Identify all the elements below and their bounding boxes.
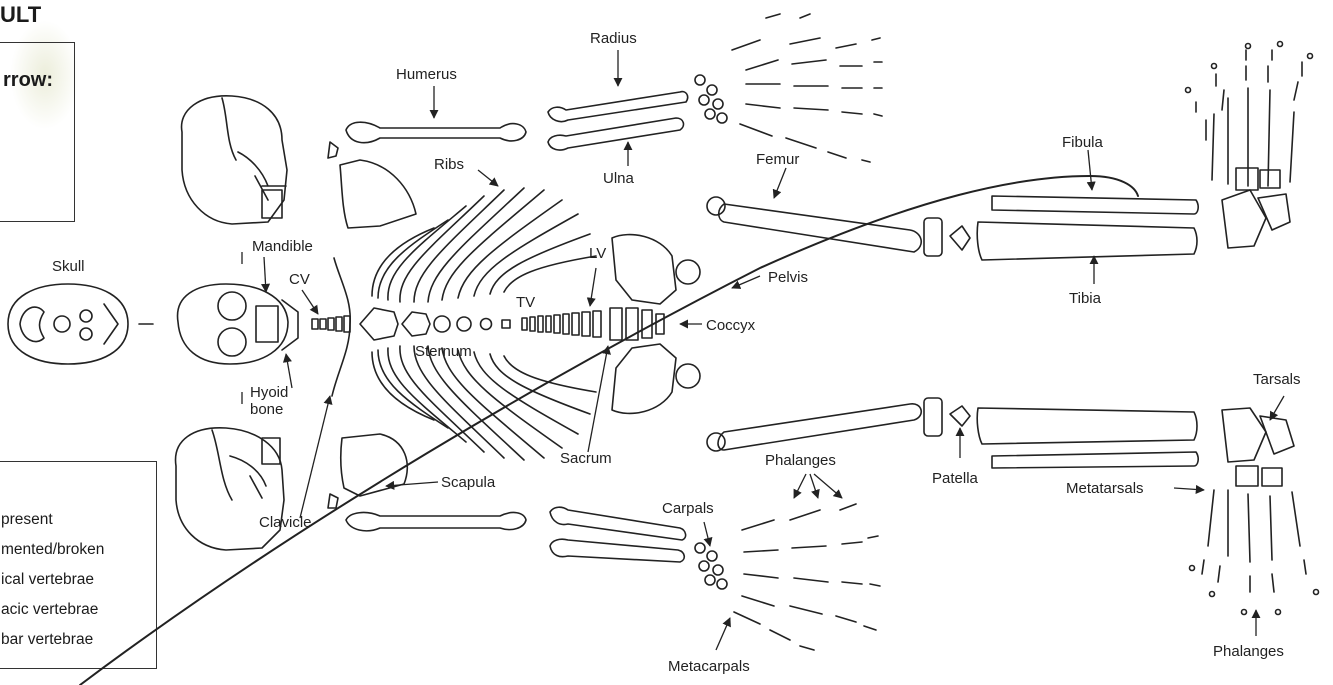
label-hyoid: Hyoid <box>250 384 288 401</box>
label-femur: Femur <box>756 151 799 168</box>
label-sacrum: Sacrum <box>560 450 612 467</box>
label-ribs: Ribs <box>434 156 464 173</box>
label-patella: Patella <box>932 470 978 487</box>
ribs-upper <box>372 188 596 302</box>
label-clavicle: Clavicle <box>259 514 312 531</box>
label-radius: Radius <box>590 30 637 47</box>
label-bone: bone <box>250 401 283 418</box>
label-scapula: Scapula <box>441 474 495 491</box>
label-mandible: Mandible <box>252 238 313 255</box>
foot-upper <box>1186 42 1313 249</box>
label-cv: CV <box>289 271 310 288</box>
label-metatarsals: Metatarsals <box>1066 480 1144 497</box>
skull-front-view <box>178 284 298 364</box>
tibia-fibula-lower <box>977 408 1198 468</box>
femur-lower <box>707 404 921 451</box>
label-pelvis: Pelvis <box>768 269 808 286</box>
label-carpals: Carpals <box>662 500 714 517</box>
label-lv: LV <box>589 245 606 262</box>
sternum <box>360 308 510 340</box>
label-phalanges-hand: Phalanges <box>765 452 836 469</box>
skull-side-bottom <box>176 428 284 550</box>
forearm-upper <box>548 92 688 150</box>
ribs-lower <box>372 346 596 460</box>
label-metacarpals: Metacarpals <box>668 658 750 675</box>
label-fibula: Fibula <box>1062 134 1103 151</box>
thoracic-lumbar-vertebrae <box>522 308 664 340</box>
label-humerus: Humerus <box>396 66 457 83</box>
humerus-lower <box>346 513 526 531</box>
label-tv: TV <box>516 294 535 311</box>
foot-lower <box>1190 408 1319 615</box>
label-sternum: Sternum <box>415 343 472 360</box>
skull-top-view <box>8 284 128 364</box>
skull-side-top <box>182 96 287 224</box>
label-ulna: Ulna <box>603 170 634 187</box>
hand-lower <box>695 504 880 650</box>
label-phalanges-foot: Phalanges <box>1213 643 1284 660</box>
label-tarsals: Tarsals <box>1253 371 1301 388</box>
hand-upper <box>695 14 882 162</box>
cervical-vertebrae <box>312 316 350 332</box>
humerus-upper <box>346 122 526 142</box>
label-tibia: Tibia <box>1069 290 1101 307</box>
tibia-fibula-upper <box>977 196 1198 260</box>
label-coccyx: Coccyx <box>706 317 755 334</box>
label-skull: Skull <box>52 258 85 275</box>
